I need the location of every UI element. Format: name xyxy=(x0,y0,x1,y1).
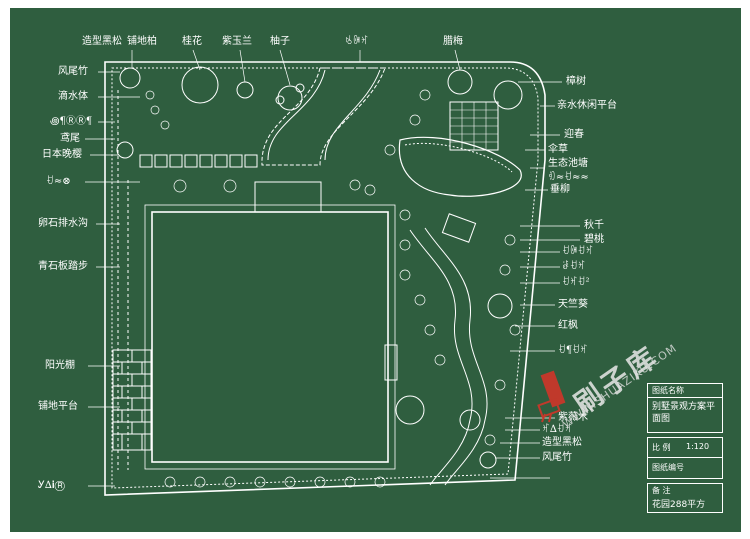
label-left-6: ꀀ≈⊗ xyxy=(46,176,71,187)
note-value: 花园288平方 xyxy=(652,500,706,510)
crape-tree xyxy=(395,395,425,425)
label-right-18: 风尾竹 xyxy=(542,452,572,463)
title-block-note: 备 注 花园288平方 xyxy=(647,483,723,513)
label-top-3: 紫玉兰 xyxy=(222,36,252,47)
shrub xyxy=(459,409,481,431)
label-right-0: 樟树 xyxy=(566,76,586,87)
winding-path xyxy=(409,229,473,486)
side-door xyxy=(384,344,398,381)
number-label: 图纸编号 xyxy=(652,463,684,472)
label-left-4: 鸢尾 xyxy=(60,133,80,144)
wintersweet-tree xyxy=(447,69,473,95)
label-right-5: ꂇ≈ꀀ≈≈ xyxy=(548,172,589,183)
label-right-8: 碧桃 xyxy=(584,234,604,245)
label-right-1: 亲水休闲平台 xyxy=(557,100,617,111)
title-block-scale: 比 例 1:120 图纸编号 xyxy=(647,437,723,479)
watermark-brush-icon xyxy=(537,370,566,423)
entry-porch xyxy=(254,181,322,213)
label-top-0: 造型黑松 xyxy=(82,36,122,47)
scale-label: 比 例 xyxy=(652,443,671,452)
label-top-4: 柚子 xyxy=(270,36,290,47)
paved-path xyxy=(261,67,386,166)
site-boundary xyxy=(104,61,546,496)
sunroom-brick xyxy=(112,349,152,451)
label-top-6: 腊梅 xyxy=(443,36,463,47)
title-block-name: 图纸名称 别墅景观方案平面图 xyxy=(647,383,723,433)
label-right-17: 造型黑松 xyxy=(542,437,582,448)
osmanthus-tree xyxy=(181,66,219,104)
note-label: 备 注 xyxy=(652,486,671,495)
label-left-11: Ꭹ∆ℹⓇ xyxy=(38,480,65,491)
label-right-14: ꀀ¶ꀀꂛ xyxy=(558,345,588,356)
house-footprint xyxy=(151,211,389,463)
label-right-4: 生态池塘 xyxy=(548,158,588,169)
label-right-12: 天竺葵 xyxy=(558,299,588,310)
cherry-tree xyxy=(116,141,134,159)
house-outline xyxy=(144,204,396,470)
label-left-9: 阳光棚 xyxy=(45,360,75,371)
label-left-8: 青石板踏步 xyxy=(38,261,88,272)
pond xyxy=(398,136,522,197)
pine-tree-b xyxy=(479,451,497,469)
maple-tree xyxy=(487,293,513,319)
label-top-2: 桂花 xyxy=(182,36,202,47)
title-name-label: 图纸名称 xyxy=(652,386,684,395)
leader-lines xyxy=(85,49,580,487)
label-left-2: 滴水体 xyxy=(58,91,88,102)
camphor-tree xyxy=(493,80,523,110)
magnolia-tree xyxy=(236,81,254,99)
label-right-10: ꂡꀀꂛ xyxy=(562,261,586,272)
label-right-15: 紫薇木 xyxy=(558,412,588,423)
label-right-16: ꂛ∆ꀀꂛ xyxy=(542,424,573,435)
label-right-2: 迎春 xyxy=(564,129,584,140)
stone-steps xyxy=(139,154,258,168)
label-left-3: ꩜¶ⓇⓇ¶ xyxy=(50,116,93,127)
scale-value: 1:120 xyxy=(686,442,710,451)
title-name-value: 别墅景观方案平面图 xyxy=(652,402,716,424)
label-right-6: 垂柳 xyxy=(550,184,570,195)
pine-tree xyxy=(119,67,141,89)
label-right-3: 伞草 xyxy=(548,144,568,155)
label-right-11: ꀀꂛꀀ² xyxy=(562,277,590,288)
chalkboard-background xyxy=(10,8,741,532)
label-left-5: 日本晚樱 xyxy=(42,149,82,160)
label-top-5: ꂚꁏꂛ xyxy=(345,36,369,47)
label-right-9: ꀀꁏꀀꂛ xyxy=(562,246,594,257)
label-top-1: 铺地柏 xyxy=(127,36,157,47)
label-left-1: 风尾竹 xyxy=(58,66,88,77)
label-left-7: 卵石排水沟 xyxy=(38,218,88,229)
label-left-10: 铺地平台 xyxy=(38,401,78,412)
label-right-13: 红枫 xyxy=(558,320,578,331)
swing xyxy=(441,213,477,243)
label-right-7: 秋千 xyxy=(584,220,604,231)
pomelo-tree xyxy=(277,85,303,111)
